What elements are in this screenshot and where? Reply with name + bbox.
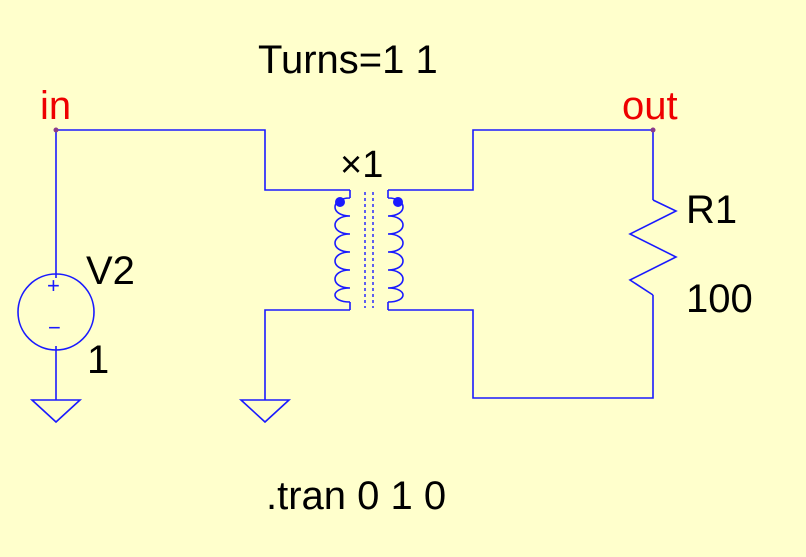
resistor-value[interactable]: 100 bbox=[686, 277, 753, 321]
wire-in-net[interactable] bbox=[55, 129, 350, 278]
wire-out-net[interactable] bbox=[388, 129, 654, 200]
polarity-dot-secondary bbox=[393, 197, 403, 207]
source-value[interactable]: 1 bbox=[87, 338, 110, 382]
tran-directive[interactable]: .tran 0 1 0 bbox=[266, 474, 447, 518]
ground-symbol-left[interactable] bbox=[29, 399, 83, 424]
source-name[interactable]: V2 bbox=[86, 249, 135, 293]
polarity-dot-primary bbox=[335, 197, 345, 207]
resistor-r1[interactable] bbox=[628, 199, 678, 296]
wire-primary-ground[interactable] bbox=[264, 309, 350, 400]
ground-symbol-middle[interactable] bbox=[238, 399, 292, 424]
net-label-in[interactable]: in bbox=[40, 84, 72, 128]
transformer-primary-coil[interactable] bbox=[334, 190, 351, 310]
source-minus-sign: − bbox=[48, 315, 61, 340]
net-junction-in bbox=[53, 127, 59, 133]
voltage-source-v2[interactable] bbox=[17, 273, 95, 351]
resistor-name[interactable]: R1 bbox=[686, 188, 738, 232]
wire-secondary-return[interactable] bbox=[388, 295, 654, 399]
net-junction-out bbox=[650, 127, 656, 133]
source-plus-sign: + bbox=[47, 273, 60, 298]
net-label-out[interactable]: out bbox=[622, 84, 678, 128]
turns-directive[interactable]: Turns=1 1 bbox=[258, 38, 438, 82]
transformer-secondary-coil[interactable] bbox=[387, 190, 404, 310]
transformer-label[interactable]: ×1 bbox=[340, 144, 384, 186]
